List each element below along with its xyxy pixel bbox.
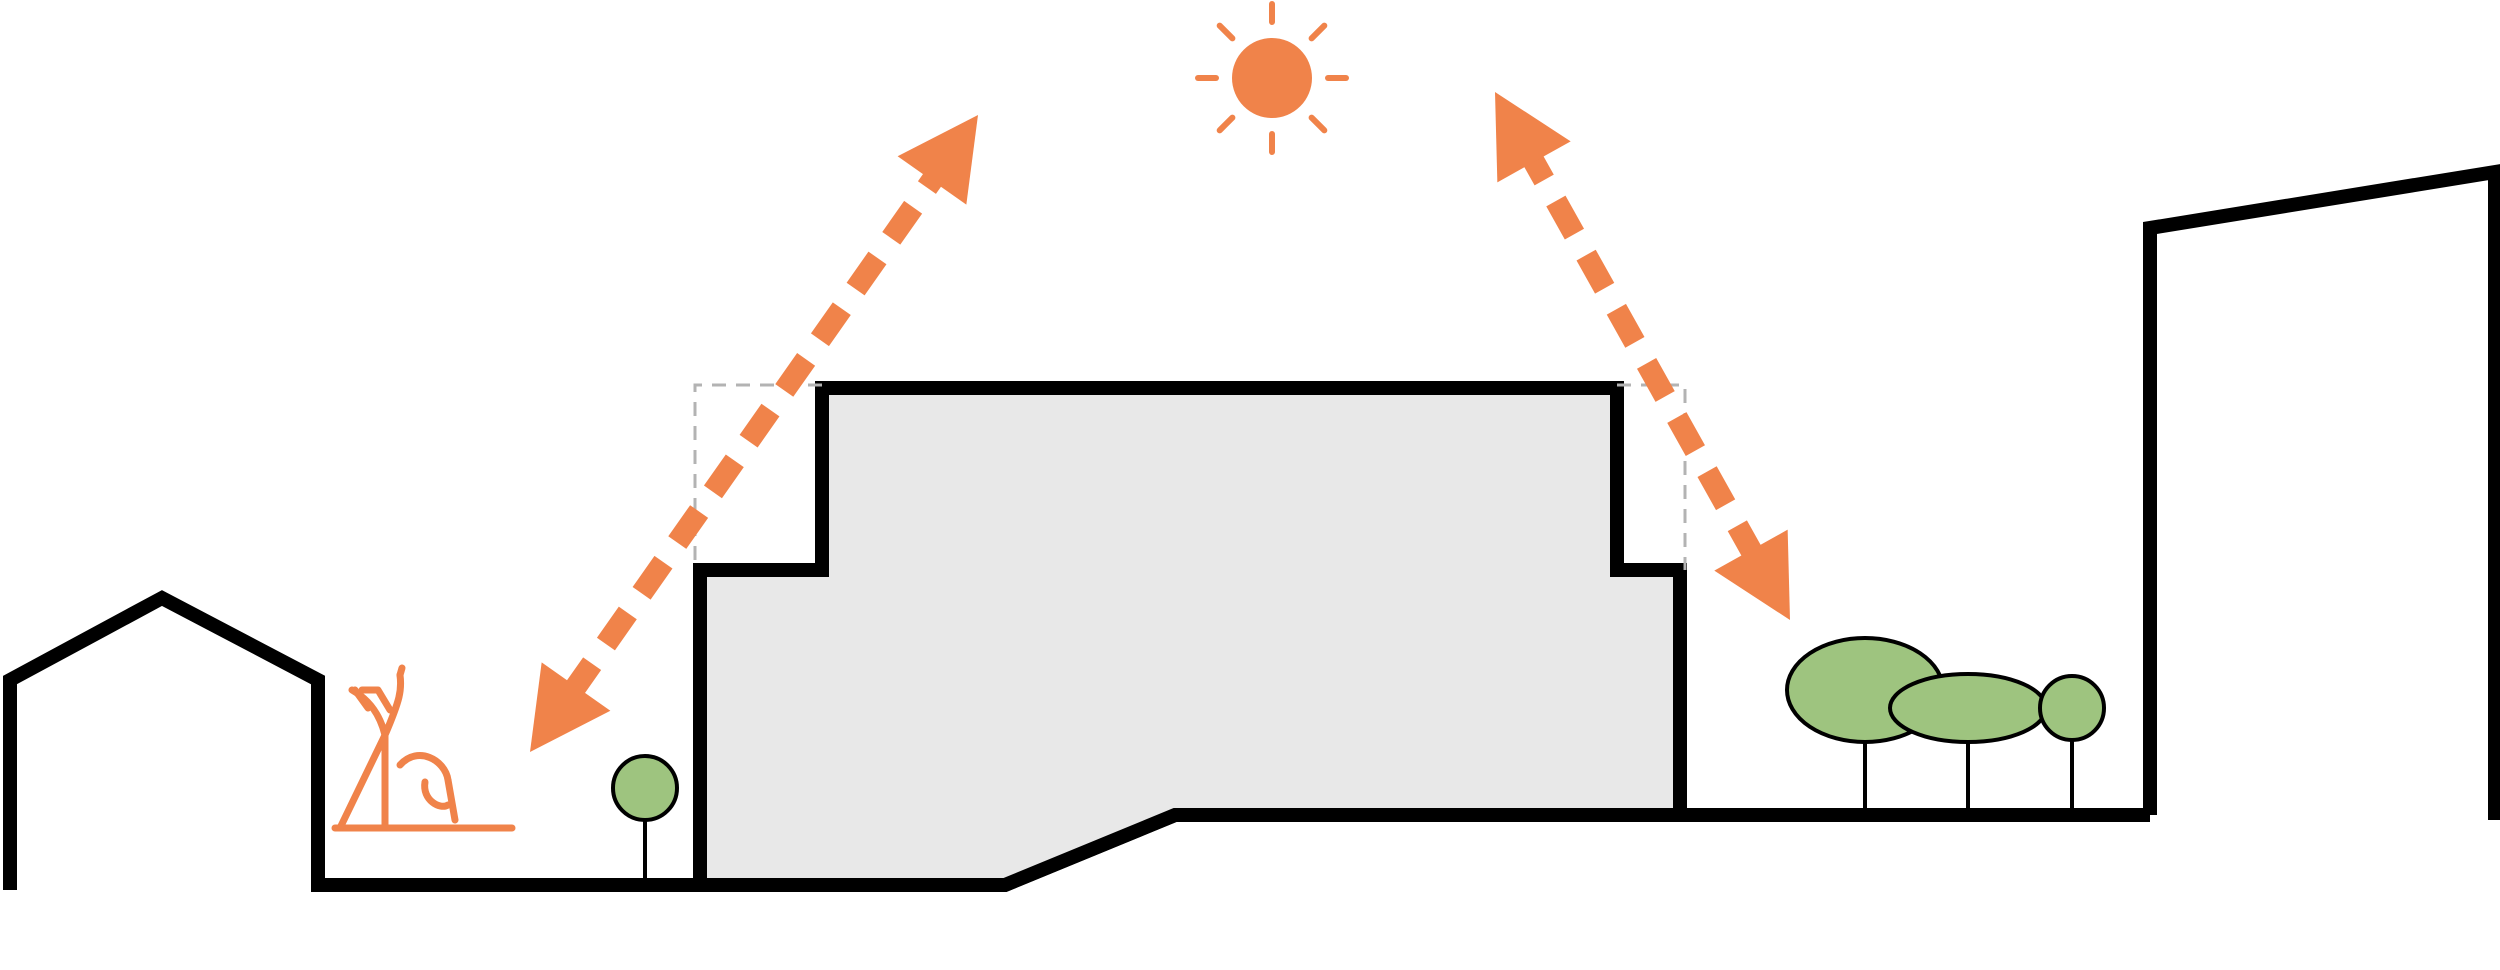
tree-cluster-right	[1785, 636, 2106, 815]
sitting-person-icon	[331, 664, 516, 832]
arrow-head-bottom	[1714, 529, 1790, 620]
central-building	[693, 381, 1687, 892]
right-tall-building-outline	[2143, 164, 2500, 820]
sun-ray	[1308, 22, 1328, 42]
sun-ray	[1216, 114, 1236, 134]
tree-crown-small	[2038, 674, 2106, 742]
tree-crown-wide	[1888, 672, 2048, 744]
left-house-outline	[3, 590, 700, 892]
tree-icon-left	[611, 754, 679, 885]
sun-icon	[1195, 1, 1349, 155]
right-sun-arrow	[1495, 92, 1790, 620]
arrow-head-top	[1495, 92, 1571, 183]
arrow-shaft	[1519, 147, 1766, 565]
tree-crown	[611, 754, 679, 822]
arrow-head-top	[897, 115, 978, 205]
arrow-head-bottom	[530, 662, 611, 752]
left-sun-arrow	[530, 115, 978, 752]
left-envelope-dashed	[693, 383, 822, 570]
right-envelope-dashed	[1617, 383, 1687, 570]
sun-ray	[1308, 114, 1328, 134]
arrow-shaft	[561, 165, 947, 702]
sun-ray	[1216, 22, 1236, 42]
